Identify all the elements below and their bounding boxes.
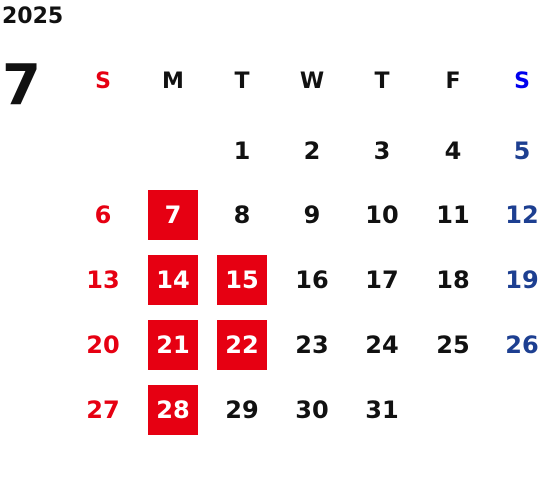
- day-cell[interactable]: 25: [436, 331, 470, 359]
- weekday-label: F: [445, 68, 461, 94]
- weekday-label: T: [374, 68, 390, 94]
- highlighted-day-cell[interactable]: 14: [148, 255, 198, 305]
- highlighted-day-cell[interactable]: 21: [148, 320, 198, 370]
- day-cell[interactable]: 30: [295, 396, 329, 424]
- weekday-label: W: [299, 68, 325, 94]
- weekday-label: M: [162, 68, 184, 94]
- day-cell[interactable]: 12: [505, 201, 539, 229]
- highlighted-day-cell[interactable]: 28: [148, 385, 198, 435]
- year-label: 2025: [2, 4, 64, 29]
- highlighted-day-cell[interactable]: 15: [217, 255, 267, 305]
- day-cell[interactable]: 26: [505, 331, 539, 359]
- day-cell[interactable]: 4: [444, 137, 462, 165]
- weekday-label: S: [95, 68, 111, 94]
- day-cell[interactable]: 2: [303, 137, 321, 165]
- day-cell[interactable]: 18: [436, 266, 470, 294]
- day-cell[interactable]: 24: [365, 331, 399, 359]
- day-cell[interactable]: 3: [373, 137, 391, 165]
- day-cell[interactable]: 29: [225, 396, 259, 424]
- day-cell[interactable]: 5: [513, 137, 531, 165]
- day-cell[interactable]: 1: [233, 137, 251, 165]
- day-cell[interactable]: 6: [94, 201, 112, 229]
- day-cell[interactable]: 17: [365, 266, 399, 294]
- day-cell[interactable]: 8: [233, 201, 251, 229]
- weekday-label: T: [234, 68, 250, 94]
- day-cell[interactable]: 11: [436, 201, 470, 229]
- day-cell[interactable]: 13: [86, 266, 120, 294]
- day-cell[interactable]: 20: [86, 331, 120, 359]
- day-cell[interactable]: 27: [86, 396, 120, 424]
- day-cell[interactable]: 23: [295, 331, 329, 359]
- highlighted-day-cell[interactable]: 7: [148, 190, 198, 240]
- month-label: 7: [2, 53, 41, 118]
- day-cell[interactable]: 9: [303, 201, 321, 229]
- day-cell[interactable]: 16: [295, 266, 329, 294]
- day-cell[interactable]: 19: [505, 266, 539, 294]
- weekday-label: S: [514, 68, 530, 94]
- day-cell[interactable]: 10: [365, 201, 399, 229]
- day-cell[interactable]: 31: [365, 396, 399, 424]
- highlighted-day-cell[interactable]: 22: [217, 320, 267, 370]
